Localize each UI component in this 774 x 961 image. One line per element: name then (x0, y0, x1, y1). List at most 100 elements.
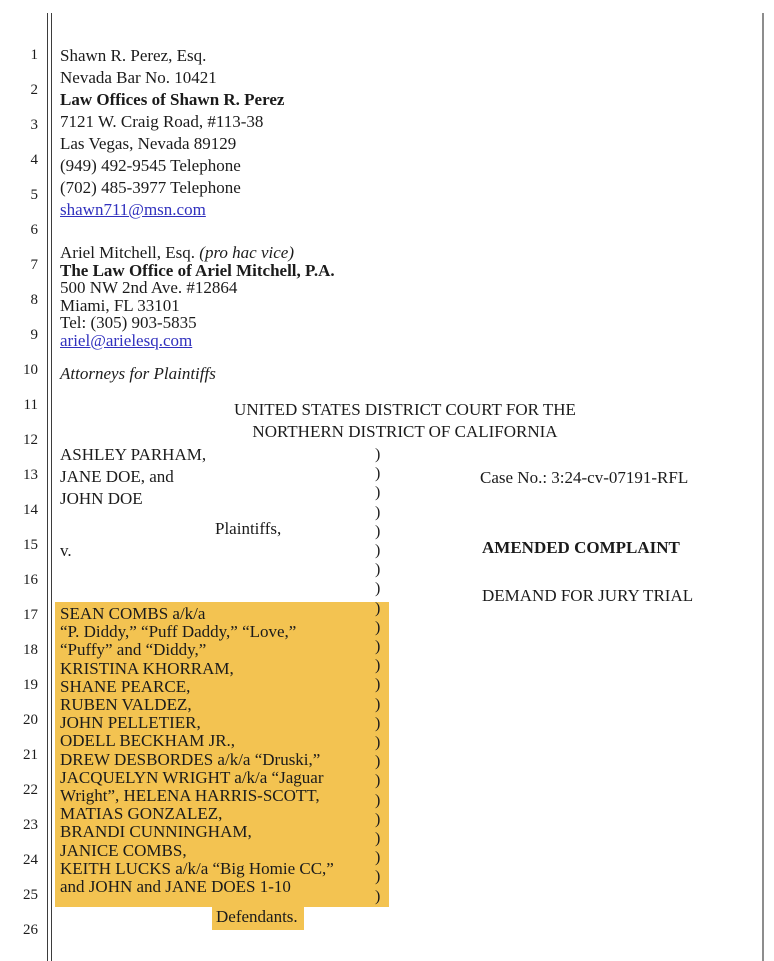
line-number: 18 (23, 642, 38, 658)
attorney-address-line2: Miami, FL 33101 (60, 295, 180, 315)
divider-glyph: ) (375, 446, 381, 463)
document-title: AMENDED COMPLAINT (482, 538, 680, 557)
defendant-name: Wright”, HELENA HARRIS-SCOTT, (60, 786, 320, 806)
attorney-name: Shawn R. Perez, Esq. (60, 46, 207, 65)
law-firm-name: Law Offices of Shawn R. Perez (60, 90, 285, 109)
attorney-name: Ariel Mitchell, Esq. (pro hac vice) (60, 244, 335, 262)
line-number: 26 (23, 922, 38, 938)
divider-glyph: ) (375, 734, 381, 752)
divider-glyph: ) (375, 676, 381, 694)
defendant-name: JACQUELYN WRIGHT a/k/a “Jaguar (60, 767, 324, 787)
defendant-name: JANICE COMBS, (60, 840, 187, 860)
attorney-block-shawn-perez: Shawn R. Perez, Esq. Nevada Bar No. 1042… (60, 45, 284, 221)
line-number: 6 (30, 222, 39, 238)
attorney-phone-2: (702) 485-3977 Telephone (60, 178, 241, 197)
line-number: 4 (30, 152, 39, 168)
attorney-block-ariel-mitchell: Ariel Mitchell, Esq. (pro hac vice) The … (60, 244, 335, 349)
line-number: 19 (23, 677, 38, 693)
defendant-name: RUBEN VALDEZ, (60, 695, 192, 715)
attorney-phone: Tel: (305) 903-5835 (60, 313, 197, 332)
attorney-email-line: ariel@arielesq.com (60, 330, 335, 350)
plaintiffs-label: Plaintiffs, (215, 519, 282, 538)
defendant-name: JOHN PELLETIER, (60, 713, 201, 733)
line-number: 25 (23, 887, 38, 903)
pro-hac-vice-note: (pro hac vice) (199, 243, 294, 262)
divider-glyph: ) (375, 772, 381, 790)
line-number: 3 (30, 117, 39, 133)
line-number: 23 (23, 817, 38, 833)
defendant-name: MATIAS GONZALEZ, (60, 804, 223, 824)
defendant-name: KRISTINA KHORRAM, (60, 658, 234, 678)
defendant-name: “P. Diddy,” “Puff Daddy,” “Love,” (60, 622, 297, 642)
line-number: 21 (23, 747, 38, 763)
attorney-name-text: Ariel Mitchell, Esq. (60, 243, 200, 262)
caption-divider: )))))))))))))))))))))))) (375, 445, 380, 906)
line-number: 17 (23, 607, 38, 623)
line-number: 14 (23, 502, 38, 518)
divider-glyph: ) (375, 868, 381, 886)
versus-label: v. (60, 541, 72, 560)
plaintiff-name: JANE DOE, and (60, 467, 174, 486)
attorney-address-line1: 7121 W. Craig Road, #113-38 (60, 112, 264, 131)
divider-glyph: ) (375, 484, 381, 502)
divider-glyph: ) (375, 657, 381, 675)
jury-trial-demand: DEMAND FOR JURY TRIAL (482, 586, 694, 605)
defendant-name: ODELL BECKHAM JR., (60, 731, 236, 751)
divider-glyph: ) (375, 714, 381, 732)
attorney-email-line: shawn711@msn.com (60, 199, 284, 221)
left-margin-double-rule (47, 13, 52, 961)
line-number: 24 (23, 852, 38, 868)
divider-glyph: ) (375, 465, 381, 483)
divider-glyph: ) (375, 753, 381, 771)
case-number: Case No.: 3:24-cv-07191-RFL (480, 468, 689, 487)
line-number: 15 (23, 537, 38, 553)
defendant-name: SEAN COMBS a/k/a (60, 604, 206, 623)
divider-glyph: ) (375, 580, 381, 598)
divider-glyph: ) (375, 830, 381, 848)
email-link-ariel[interactable]: ariel@arielesq.com (60, 330, 193, 350)
line-number: 8 (30, 292, 39, 308)
defendant-name: KEITH LUCKS a/k/a “Big Homie CC,” (60, 858, 334, 878)
court-title: UNITED STATES DISTRICT COURT FOR THE NOR… (46, 399, 764, 442)
defendant-name: “Puffy” and “Diddy,” (60, 640, 207, 660)
line-number: 10 (23, 362, 38, 378)
divider-glyph: ) (375, 695, 381, 713)
court-title-line2: NORTHERN DISTRICT OF CALIFORNIA (252, 421, 558, 441)
divider-glyph: ) (375, 599, 381, 617)
divider-glyph: ) (375, 810, 381, 828)
divider-glyph: ) (375, 561, 381, 579)
line-number: 7 (30, 257, 39, 273)
attorney-address-line2: Las Vegas, Nevada 89129 (60, 134, 237, 153)
attorneys-for-plaintiffs-note: Attorneys for Plaintiffs (60, 364, 216, 383)
divider-glyph: ) (375, 522, 381, 540)
email-link-shawn[interactable]: shawn711@msn.com (60, 200, 206, 219)
defendant-name: SHANE PEARCE, (60, 676, 191, 696)
line-number: 22 (23, 782, 38, 798)
divider-glyph: ) (375, 849, 381, 867)
divider-glyph: ) (375, 638, 381, 656)
defendant-name: and JOHN and JANE DOES 1-10 (60, 877, 291, 897)
line-number: 13 (23, 467, 38, 483)
divider-glyph: ) (375, 503, 381, 521)
court-title-line1: UNITED STATES DISTRICT COURT FOR THE (234, 400, 576, 419)
defendant-name: BRANDI CUNNINGHAM, (60, 822, 252, 842)
defendants-label: Defendants. (212, 906, 304, 930)
defendant-name: DREW DESBORDES a/k/a “Druski,” (60, 749, 321, 769)
line-number: 5 (30, 187, 39, 203)
divider-glyph: ) (375, 542, 381, 560)
line-number: 1 (30, 47, 39, 63)
plaintiff-name: JOHN DOE (60, 489, 143, 508)
defendants-list: SEAN COMBS a/k/a“P. Diddy,” “Puff Daddy,… (60, 604, 334, 897)
attorney-phone-1: (949) 492-9545 Telephone (60, 156, 241, 175)
line-number: 9 (30, 327, 39, 343)
defendants-highlight (55, 602, 389, 907)
line-number: 16 (23, 572, 38, 588)
line-number: 12 (23, 432, 38, 448)
line-number: 2 (30, 82, 39, 98)
attorney-bar-number: Nevada Bar No. 10421 (60, 68, 217, 87)
attorney-address-line1: 500 NW 2nd Ave. #12864 (60, 278, 238, 297)
divider-glyph: ) (375, 887, 381, 905)
